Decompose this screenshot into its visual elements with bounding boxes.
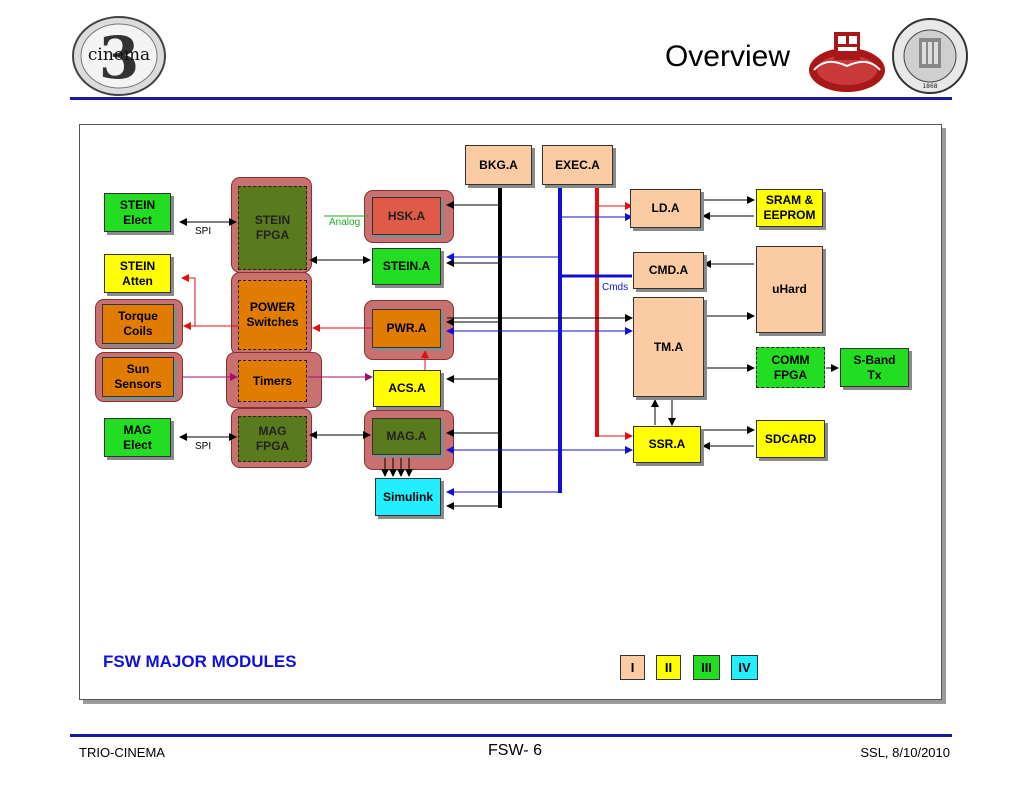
power-switches-module: POWER Switches	[238, 280, 307, 350]
spi-label-bottom: SPI	[195, 441, 212, 452]
ssl-seal-logo	[806, 26, 888, 98]
footer-center: FSW- 6	[488, 742, 542, 759]
ld-module: LD.A	[630, 189, 701, 228]
legend-item-2: II	[656, 655, 681, 680]
svg-text:cinema: cinema	[88, 45, 150, 65]
sram-eeprom-module: SRAM & EEPROM	[756, 189, 823, 227]
legend-item-4: IV	[731, 655, 758, 680]
sun-sensors-module: Sun Sensors	[102, 357, 174, 397]
footer-rule	[70, 734, 952, 737]
sdcard-module: SDCARD	[756, 420, 825, 458]
header-rule	[70, 97, 952, 100]
simulink-module: Simulink	[375, 478, 441, 516]
legend-item-1: I	[620, 655, 645, 680]
hsk-module: HSK.A	[372, 197, 441, 235]
cinema-logo: 3 cinema	[70, 14, 168, 98]
spi-label-top: SPI	[195, 226, 212, 237]
timers-module: Timers	[238, 360, 307, 402]
uhard-module: uHard	[756, 246, 823, 333]
legend-item-3: III	[693, 655, 720, 680]
stein-fpga-module: STEIN FPGA	[238, 186, 307, 270]
bkg-module: BKG.A	[465, 145, 532, 185]
exec-module: EXEC.A	[542, 145, 613, 185]
mag-elect-module: MAG Elect	[104, 418, 171, 457]
torque-coils-module: Torque Coils	[102, 304, 174, 344]
sband-tx-module: S-Band Tx	[840, 348, 909, 387]
pwr-module: PWR.A	[372, 309, 441, 348]
comm-fpga-module: COMM FPGA	[756, 347, 825, 388]
page-title: Overview	[664, 40, 790, 73]
uc-seal-logo: 1868	[890, 16, 970, 96]
acs-module: ACS.A	[373, 370, 441, 407]
tm-module: TM.A	[633, 297, 704, 397]
footer-right: SSL, 8/10/2010	[860, 745, 950, 760]
analog-label: Analog	[329, 217, 361, 228]
cmds-label: Cmds	[602, 282, 629, 293]
cmd-module: CMD.A	[633, 252, 704, 289]
stein-elect-module: STEIN Elect	[104, 193, 171, 232]
legend-title: FSW MAJOR MODULES	[103, 652, 297, 671]
mag-a-module: MAG.A	[372, 418, 441, 455]
ssr-module: SSR.A	[633, 426, 701, 463]
svg-text:1868: 1868	[922, 83, 937, 90]
footer-left: TRIO-CINEMA	[79, 745, 165, 760]
mag-fpga-module: MAG FPGA	[238, 416, 307, 462]
stein-a-module: STEIN.A	[372, 248, 441, 285]
stein-atten-module: STEIN Atten	[104, 254, 171, 293]
svg-text:3: 3	[99, 24, 139, 92]
